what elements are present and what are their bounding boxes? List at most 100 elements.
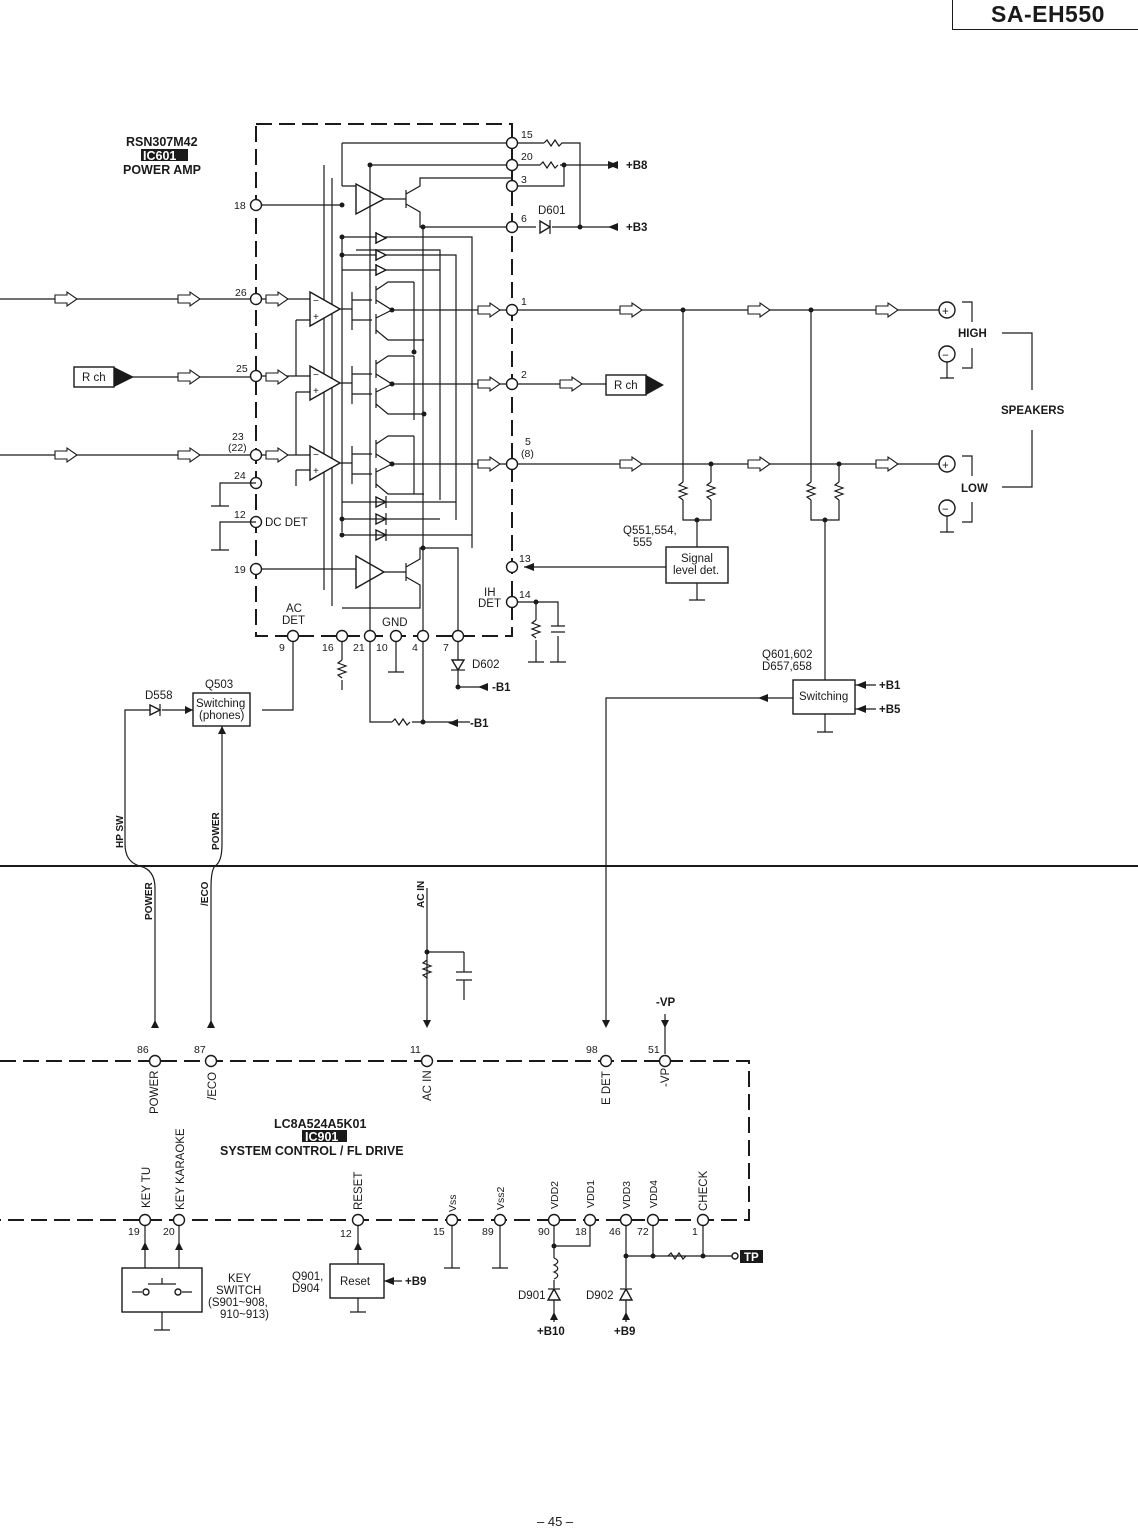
eco-bus-label: /ECO: [200, 881, 211, 906]
ic901-bottom-circuits: KEY SWITCH (S901~908, 910~913) Reset Q90…: [121, 1226, 763, 1338]
q503-block: Q503 Switching (phones) D558 HP SW POWER: [115, 679, 251, 850]
rch-input-tag: R ch: [73, 366, 134, 388]
q551-label: Q551,554,: [623, 525, 677, 537]
d901-label: D901: [518, 1290, 546, 1302]
pin-21: 21: [353, 642, 365, 654]
ic601-supply: D601 +B8 +B3: [518, 138, 648, 235]
ic901-top-pins: 86 87 11 98 51 POWER /ECO AC IN E DET -V…: [137, 1044, 672, 1114]
ic601-bottom: D602 -B1 -B1: [262, 642, 511, 730]
q551-label-2: 555: [633, 537, 652, 549]
ic901-ref-bg: [302, 1130, 347, 1142]
d602-label: D602: [472, 659, 500, 671]
ic901-pin-20: 20: [163, 1226, 175, 1238]
speakers-label: SPEAKERS: [1001, 405, 1065, 417]
signal-box-line2: level det.: [673, 565, 719, 577]
ih-det-network: [518, 599, 566, 663]
ic601-outline: [255, 123, 513, 637]
pin-25: 25: [236, 363, 248, 375]
reset-box: [329, 1263, 385, 1299]
ic601-pins: 18 26 25 23 (22) 24 12 19 9 16 21 10 4 7…: [228, 129, 534, 654]
ic901-pin-acin-name: AC IN: [422, 1070, 434, 1101]
high-plus-sign: +: [942, 306, 949, 318]
pin-3: 3: [521, 174, 527, 186]
q601-label: Q601,602: [762, 649, 813, 661]
power-top-label: POWER: [211, 811, 222, 850]
pin-6: 6: [521, 213, 527, 225]
svg-text:−: −: [313, 370, 319, 381]
pin-9: 9: [279, 642, 285, 654]
pin-13: 13: [519, 553, 531, 565]
key-switch-line3: (S901~908,: [208, 1297, 268, 1309]
low-minus-sign: −: [942, 504, 949, 516]
pin-1: 1: [521, 296, 527, 308]
ic901-pin-12: 12: [340, 1228, 352, 1240]
ic901-pin-edet-name: E DET: [601, 1071, 613, 1105]
speaker-outputs: R ch Q551,554, 555 Signal level det.: [477, 301, 940, 680]
q901-label-2: D904: [292, 1283, 320, 1295]
ic901-pin-eco-name: /ECO: [207, 1072, 219, 1100]
ic901-pin-15: 15: [433, 1226, 445, 1238]
svg-text:−: −: [313, 450, 319, 461]
ic901-pin-keytu-name: KEY TU: [141, 1167, 153, 1208]
ic601-diodes-bottom: [342, 495, 472, 542]
ic901-pin-vss-name: Vss: [447, 1194, 459, 1212]
hp-sw-label: HP SW: [115, 815, 126, 848]
ic601-ref-bg: [141, 149, 188, 161]
ic901-pin-51: 51: [648, 1044, 660, 1056]
vp-label: -VP: [656, 997, 676, 1009]
pin-18: 18: [234, 200, 246, 212]
ac-det-label-2: DET: [282, 615, 305, 627]
ic601-diodes-top: [375, 231, 388, 277]
svg-text:−: −: [313, 296, 319, 307]
pin-7: 7: [443, 642, 449, 654]
ic901-pin-18: 18: [575, 1226, 587, 1238]
key-switch-line4: 910~913): [220, 1309, 269, 1321]
output-stage-3: [351, 435, 512, 495]
switching-box: [792, 679, 856, 715]
q601-label-2: D657,658: [762, 661, 812, 673]
output-stage-1: [351, 281, 512, 352]
page-number: – 45 –: [537, 1514, 574, 1529]
pin-12: 12: [234, 509, 246, 521]
svg-text:+: +: [313, 466, 319, 477]
ic901-pin-46: 46: [609, 1226, 621, 1238]
ic901-pin-vdd3-name: VDD3: [621, 1181, 633, 1209]
reset-box-label: Reset: [340, 1276, 371, 1288]
ic601-ref: IC601: [143, 149, 176, 163]
tp-badge: [740, 1250, 763, 1263]
low-plus-terminal: [938, 455, 956, 473]
pin-22: (22): [228, 442, 247, 454]
low-label: LOW: [961, 483, 988, 495]
ic901-pin-19: 19: [128, 1226, 140, 1238]
ac-det-label: AC: [286, 603, 302, 615]
ic901-pin-vp-name: -VP: [660, 1068, 672, 1088]
b3-label: +B3: [626, 222, 647, 234]
pin-8: (8): [521, 448, 534, 460]
key-switch-box: [121, 1267, 203, 1313]
ic901-pin-86: 86: [137, 1044, 149, 1056]
high-minus-sign: −: [942, 350, 949, 362]
ic901-pin-vdd4-name: VDD4: [648, 1180, 660, 1208]
pin-20: 20: [521, 151, 533, 163]
pin-15: 15: [521, 129, 533, 141]
ih-det-label-2: DET: [478, 598, 501, 610]
pin-19: 19: [234, 564, 246, 576]
pin-10: 10: [376, 642, 388, 654]
ic901-pin-reset-name: RESET: [353, 1172, 365, 1210]
q601-block: Q601,602 D657,658 Switching +B1 +B5: [605, 649, 901, 1024]
key-switch-line2: SWITCH: [216, 1285, 261, 1297]
mb1-label: -B1: [492, 682, 511, 694]
ic901-pin-check-name: CHECK: [698, 1170, 710, 1211]
q503-label: Q503: [205, 679, 233, 691]
ic901-pin-90: 90: [538, 1226, 550, 1238]
ic901-pin-keykaraoke-name: KEY KARAOKE: [175, 1128, 187, 1210]
svg-text:+: +: [313, 312, 319, 323]
b9b-label: +B9: [614, 1326, 635, 1338]
ic601-internal: −+ −+ −+: [256, 142, 512, 636]
speaker-terminals: + − + − HIGH LOW SPEAKERS: [938, 301, 1065, 533]
q503-box: [192, 692, 251, 727]
ic601-desc: POWER AMP: [123, 163, 201, 177]
ac-in-bus-label: AC IN: [416, 881, 427, 908]
